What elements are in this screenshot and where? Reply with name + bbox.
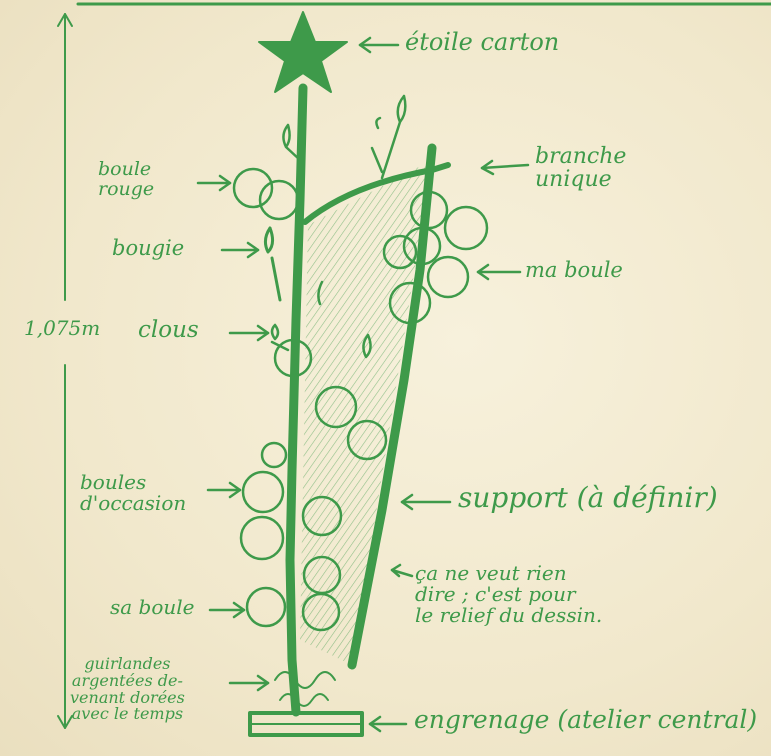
star-icon — [259, 12, 347, 92]
label-boule-rouge: boule rouge — [98, 160, 154, 200]
arrow-etoile — [360, 38, 398, 52]
arrow-support — [402, 495, 450, 509]
label-branche-unique: branche unique — [535, 145, 626, 191]
bauble — [445, 207, 487, 249]
label-sa-boule: sa boule — [110, 597, 195, 618]
arrow-boules-occasion — [208, 483, 240, 497]
garland — [275, 672, 335, 706]
label-ma-boule: ma boule — [525, 259, 623, 281]
label-bougie: bougie — [112, 237, 184, 259]
candle-icon — [372, 118, 382, 172]
arrow-sa-boule — [210, 603, 244, 617]
arrow-branche — [482, 161, 528, 174]
label-etoile-carton: étoile carton — [405, 30, 559, 55]
label-boules-occasion: boules d'occasion — [80, 472, 186, 514]
arrow-ma-boule — [478, 265, 520, 279]
arrow-boule-rouge — [198, 176, 230, 190]
bauble — [247, 588, 285, 626]
arrow-relief — [392, 565, 412, 576]
label-clous: clous — [138, 318, 199, 342]
height-dimension-line — [58, 14, 72, 728]
bauble — [260, 181, 298, 219]
arrow-guirlandes — [230, 676, 268, 690]
candle-icon — [382, 96, 405, 178]
bauble — [428, 257, 468, 297]
bauble — [243, 472, 283, 512]
bauble — [241, 517, 283, 559]
label-hauteur: 1,075m — [24, 318, 100, 339]
label-engrenage: engrenage (atelier central) — [414, 707, 757, 733]
arrow-engrenage — [370, 717, 406, 731]
arrow-clous — [230, 326, 268, 340]
label-guirlandes: guirlandes argentées de- venant dorées a… — [70, 656, 185, 723]
bauble — [234, 169, 272, 207]
label-relief-note: ça ne veut rien dire ; c'est pour le rel… — [415, 563, 602, 626]
bauble — [262, 443, 286, 467]
label-support: support (à définir) — [458, 483, 718, 512]
arrow-bougie — [222, 243, 258, 257]
candle-icon — [265, 228, 280, 300]
